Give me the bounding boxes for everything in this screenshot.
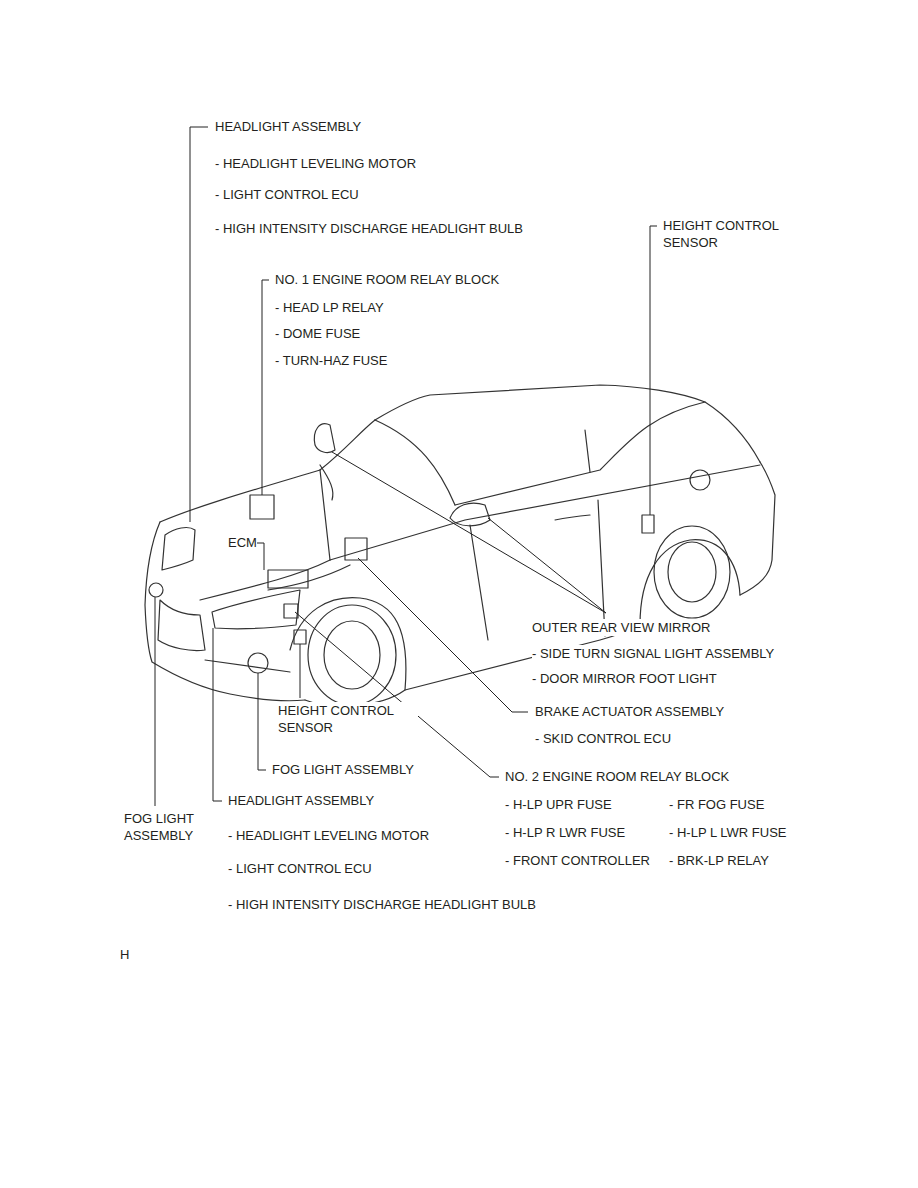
part-label: HEIGHT CONTROL SENSOR xyxy=(278,702,418,736)
part-label: - TURN-HAZ FUSE xyxy=(275,352,387,369)
part-label: - BRK-LP RELAY xyxy=(669,852,769,869)
part-label: - H-LP UPR FUSE xyxy=(505,796,612,813)
part-label: H xyxy=(120,946,129,963)
part-label: - HIGH INTENSITY DISCHARGE HEADLIGHT BUL… xyxy=(215,220,523,237)
part-label: - FRONT CONTROLLER xyxy=(505,852,650,869)
part-label: - H-LP L LWR FUSE xyxy=(669,824,787,841)
part-label: BRAKE ACTUATOR ASSEMBLY xyxy=(535,703,724,720)
part-label: - SKID CONTROL ECU xyxy=(535,730,671,747)
part-label: - LIGHT CONTROL ECU xyxy=(215,186,359,203)
part-label: OUTER REAR VIEW MIRROR xyxy=(532,619,710,636)
part-label: - DOOR MIRROR FOOT LIGHT xyxy=(532,670,717,687)
part-label: HEIGHT CONTROL SENSOR xyxy=(663,217,803,251)
part-label: - FR FOG FUSE xyxy=(669,796,764,813)
part-label: - HIGH INTENSITY DISCHARGE HEADLIGHT BUL… xyxy=(228,896,536,913)
part-label: - HEADLIGHT LEVELING MOTOR xyxy=(228,827,429,844)
part-label: FOG LIGHT ASSEMBLY xyxy=(272,761,414,778)
part-label: HEADLIGHT ASSEMBLY xyxy=(215,118,361,135)
part-label: - SIDE TURN SIGNAL LIGHT ASSEMBLY xyxy=(532,645,774,662)
part-label: - DOME FUSE xyxy=(275,325,360,342)
part-label: HEADLIGHT ASSEMBLY xyxy=(228,792,374,809)
part-label: - H-LP R LWR FUSE xyxy=(505,824,625,841)
part-label: NO. 1 ENGINE ROOM RELAY BLOCK xyxy=(275,271,499,288)
part-label: ECM xyxy=(228,534,257,551)
part-label: - HEAD LP RELAY xyxy=(275,299,384,316)
part-label: NO. 2 ENGINE ROOM RELAY BLOCK xyxy=(505,768,729,785)
part-label: FOG LIGHT ASSEMBLY xyxy=(124,810,214,844)
part-label: - HEADLIGHT LEVELING MOTOR xyxy=(215,155,416,172)
part-label: - LIGHT CONTROL ECU xyxy=(228,860,372,877)
